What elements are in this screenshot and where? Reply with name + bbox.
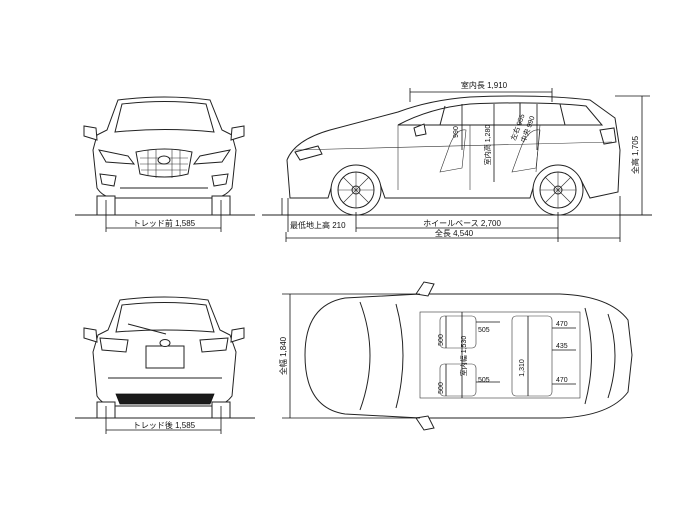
seat-front-bottom-label: 505 [478,377,490,384]
top-front-left-seat [439,315,477,349]
front-body-outline [92,96,237,199]
interior-length-label: 室内長 1,910 [461,80,508,90]
top-windshield-line [395,303,404,409]
top-left-mirror [415,281,435,297]
top-cabin-area [419,311,581,399]
interior-height-label: 室内高 1,280 [483,125,492,166]
side-rear-wheel [532,164,584,216]
rear-emblem [159,339,171,347]
top-body-outline [304,293,633,419]
headroom-front-label: 990 [453,126,460,138]
front-left-headlight [98,149,136,165]
side-front-seat [439,129,467,173]
seat-rear-top-label: 470 [556,321,568,328]
top-right-mirror [415,415,435,431]
rear-tread-label: トレッド後 1,585 [133,420,196,430]
interior-width-label: 室内幅 1,530 [459,336,468,377]
front-emblem [157,155,171,165]
seat-front-top-label: 505 [478,327,490,334]
top-hood-line [359,301,371,411]
top-view: 全幅 1,840 室内幅 1,530 505 505 500 500 470 4… [278,281,633,431]
side-rear-seat [511,129,541,173]
side-front-wheel [330,164,382,216]
front-right-mirror [230,125,245,141]
front-view: トレッド前 1,585 [75,96,255,232]
overall-height-label: 全高 1,705 [630,135,640,174]
rear-right-taillight [199,337,229,353]
side-view: 室内長 1,910 990 室内高 1,280 左右 955 中央 990 全高… [262,80,652,242]
front-grille [135,148,193,178]
front-left-foglamp [99,173,117,187]
ground-clearance-label: 最低地上高 210 [290,220,346,230]
rear-window [115,302,215,333]
side-headlight [294,145,323,161]
seat-rear-mid-label: 435 [556,343,568,350]
top-tailgate-line [607,313,616,399]
front-left-mirror [83,125,98,141]
rear-left-mirror [83,327,98,343]
front-windshield [114,101,215,133]
front-tread-label: トレッド前 1,585 [133,218,196,228]
rear-view: トレッド後 1,585 [75,296,255,434]
side-c-pillar [559,103,566,126]
top-front-right-seat [439,363,477,397]
rear-wiper [127,323,167,335]
side-window-area [397,102,604,126]
seat-depth-bottom-label: 500 [438,382,445,394]
seat-depth-top-label: 500 [438,334,445,346]
side-character-line [294,141,613,151]
wheelbase-label: ホイールベース 2,700 [423,219,501,228]
rear-diffuser [115,393,215,405]
top-rear-bench [511,315,553,397]
side-a-pillar [439,105,446,126]
rear-right-mirror [230,327,245,343]
front-grille-mesh [140,149,188,178]
side-taillight [599,127,617,145]
front-right-foglamp [211,173,229,187]
overall-width-label: 全幅 1,840 [278,336,288,375]
seat-rear-bottom-label: 470 [556,377,568,384]
rear-left-taillight [99,337,129,353]
top-rear-window-line [584,307,592,405]
side-mirror [413,123,427,137]
seat-rear-width-label: 1,310 [519,359,526,377]
front-right-headlight [192,149,232,165]
overall-length-label: 全長 4,540 [435,228,474,238]
